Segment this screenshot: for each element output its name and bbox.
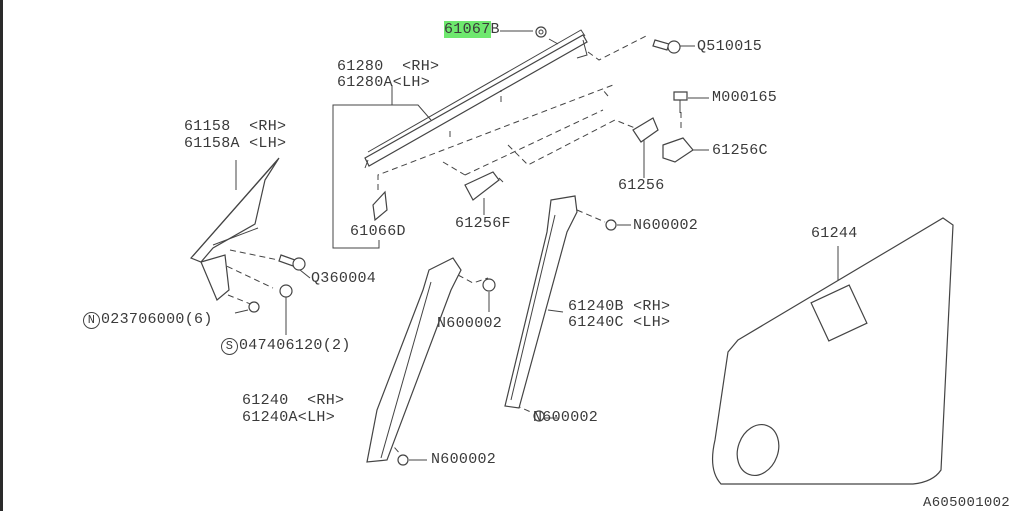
part-label-n600002[interactable]: N600002: [437, 315, 503, 332]
circled-letter-n: N: [83, 312, 100, 329]
diagram-drawing: [189, 26, 954, 485]
weatherstrip-61280: [364, 29, 588, 169]
highlighted-part-number[interactable]: 61067: [444, 21, 491, 38]
part-code: 047406120(2): [239, 337, 351, 354]
sash-61240: [366, 257, 462, 463]
part-label-61256f[interactable]: 61256F: [455, 215, 511, 232]
part-label-61240-rh[interactable]: 61240 <RH>: [242, 392, 345, 409]
part-label-n600002[interactable]: N600002: [431, 451, 497, 468]
part-label-n600002[interactable]: N600002: [533, 409, 599, 426]
door-panel-61244: [711, 217, 954, 485]
part-label-m000165[interactable]: M000165: [712, 89, 778, 106]
part-label-61067b[interactable]: 61067B: [444, 21, 500, 38]
part-label-61244[interactable]: 61244: [811, 225, 858, 242]
part-code: 023706000(6): [101, 311, 213, 328]
part-label-61240b-rh[interactable]: 61240B <RH>: [568, 298, 671, 315]
fasteners: [248, 26, 688, 466]
part-label-61280-rh[interactable]: 61280 <RH>: [337, 58, 440, 75]
circled-letter-s: S: [221, 338, 238, 355]
diagram-id: A605001002: [923, 495, 1011, 511]
part-label-q510015[interactable]: Q510015: [697, 38, 763, 55]
part-label-61066d[interactable]: 61066D: [350, 223, 406, 240]
part-label-q360004[interactable]: Q360004: [311, 270, 377, 287]
quarter-glass-61158: [189, 157, 280, 301]
part-label-61240c-lh[interactable]: 61240C <LH>: [568, 314, 671, 331]
part-label-61158-rh[interactable]: 61158 <RH>: [184, 118, 287, 135]
part-suffix: B: [490, 21, 500, 38]
part-label-61280a-lh[interactable]: 61280A<LH>: [337, 74, 431, 91]
part-label-61240a-lh[interactable]: 61240A<LH>: [242, 409, 336, 426]
part-label-n600002[interactable]: N600002: [633, 217, 699, 234]
clips: [372, 117, 694, 222]
part-label-61256[interactable]: 61256: [618, 177, 665, 194]
part-label-61158a-lh[interactable]: 61158A <LH>: [184, 135, 287, 152]
sash-61240b: [504, 195, 578, 409]
part-label-61256c[interactable]: 61256C: [712, 142, 768, 159]
